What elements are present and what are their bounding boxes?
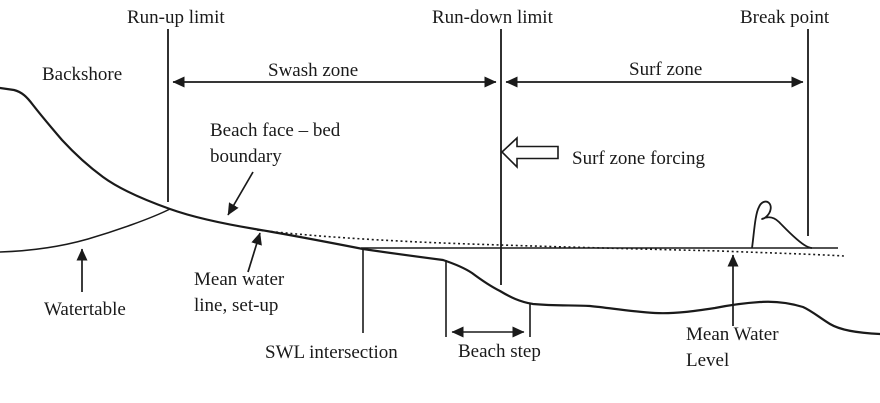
mean-water-line-pointer-arrow [247, 232, 262, 273]
mean-water-line-label-line1: Mean water [194, 269, 285, 290]
swl-intersection-label: SWL intersection [265, 342, 398, 363]
run-down-limit-label: Run-down limit [432, 7, 553, 28]
break-point-label: Break point [740, 7, 830, 28]
swash-zone-label: Swash zone [268, 60, 359, 81]
surf-zone-forcing-label: Surf zone forcing [572, 148, 705, 169]
beach-face-bed-label-line2: boundary [210, 146, 282, 167]
mean-water-level-label: Mean Water Level [686, 322, 779, 374]
beach-face-bed-label-line1: Beach face – bed [210, 120, 341, 141]
beach-face-pointer-arrow [227, 171, 254, 216]
beach-face-bed-label: Beach face – bed boundary [210, 118, 340, 170]
mean-water-line-label-line2: line, set-up [194, 295, 279, 316]
surf-zone-label: Surf zone [629, 59, 703, 80]
watertable-curve [0, 208, 171, 253]
beach-profile-line [0, 86, 880, 336]
beach-step-label: Beach step [458, 341, 541, 362]
mean-water-level-label-line1: Mean Water [686, 324, 779, 345]
mean-water-level-dotted-line [256, 229, 845, 257]
backshore-label: Backshore [42, 64, 123, 85]
surf-zone-forcing-arrow [500, 136, 559, 169]
watertable-label: Watertable [44, 299, 126, 320]
run-up-limit-label: Run-up limit [127, 7, 225, 28]
breaking-wave-shape [751, 200, 813, 249]
mean-water-line-label: Mean water line, set-up [194, 267, 284, 319]
mean-water-level-label-line2: Level [686, 350, 730, 371]
